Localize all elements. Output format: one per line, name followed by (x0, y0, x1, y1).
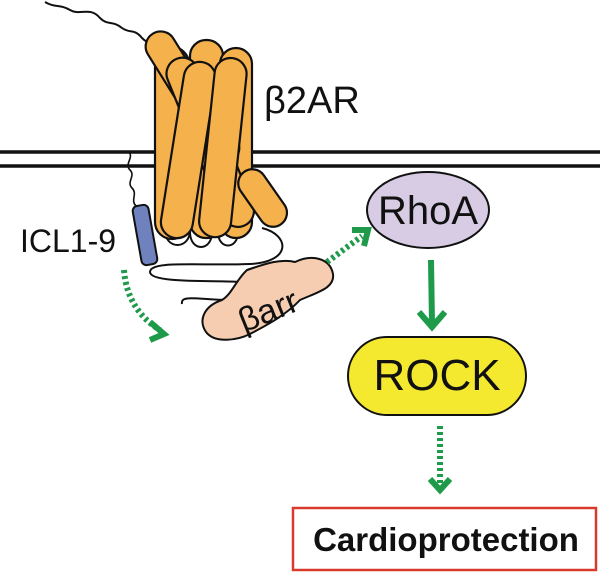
rhoa-node: RhoA (366, 171, 490, 249)
icl1-9-peptide (127, 151, 159, 267)
arrow-arrestin-to-rhoa (325, 227, 372, 265)
cardioprotection-box: Cardioprotection (291, 506, 598, 572)
n-terminal-tail (44, 1, 159, 47)
beta-arrestin: βarr (201, 257, 335, 341)
rhoa-label: RhoA (378, 189, 478, 233)
arrow-rhoa-to-rock (416, 259, 448, 332)
beta2ar-receptor (144, 30, 289, 241)
outcome-label: Cardioprotection (313, 521, 579, 558)
rock-node: ROCK (347, 336, 527, 416)
cell-membrane (0, 150, 600, 168)
peptide-label: ICL1-9 (20, 223, 116, 259)
receptor-label: β2AR (264, 80, 360, 122)
arrow-peptide-to-arrestin (121, 269, 170, 343)
rock-label: ROCK (373, 351, 500, 400)
arrow-rock-to-outcome (427, 426, 453, 495)
